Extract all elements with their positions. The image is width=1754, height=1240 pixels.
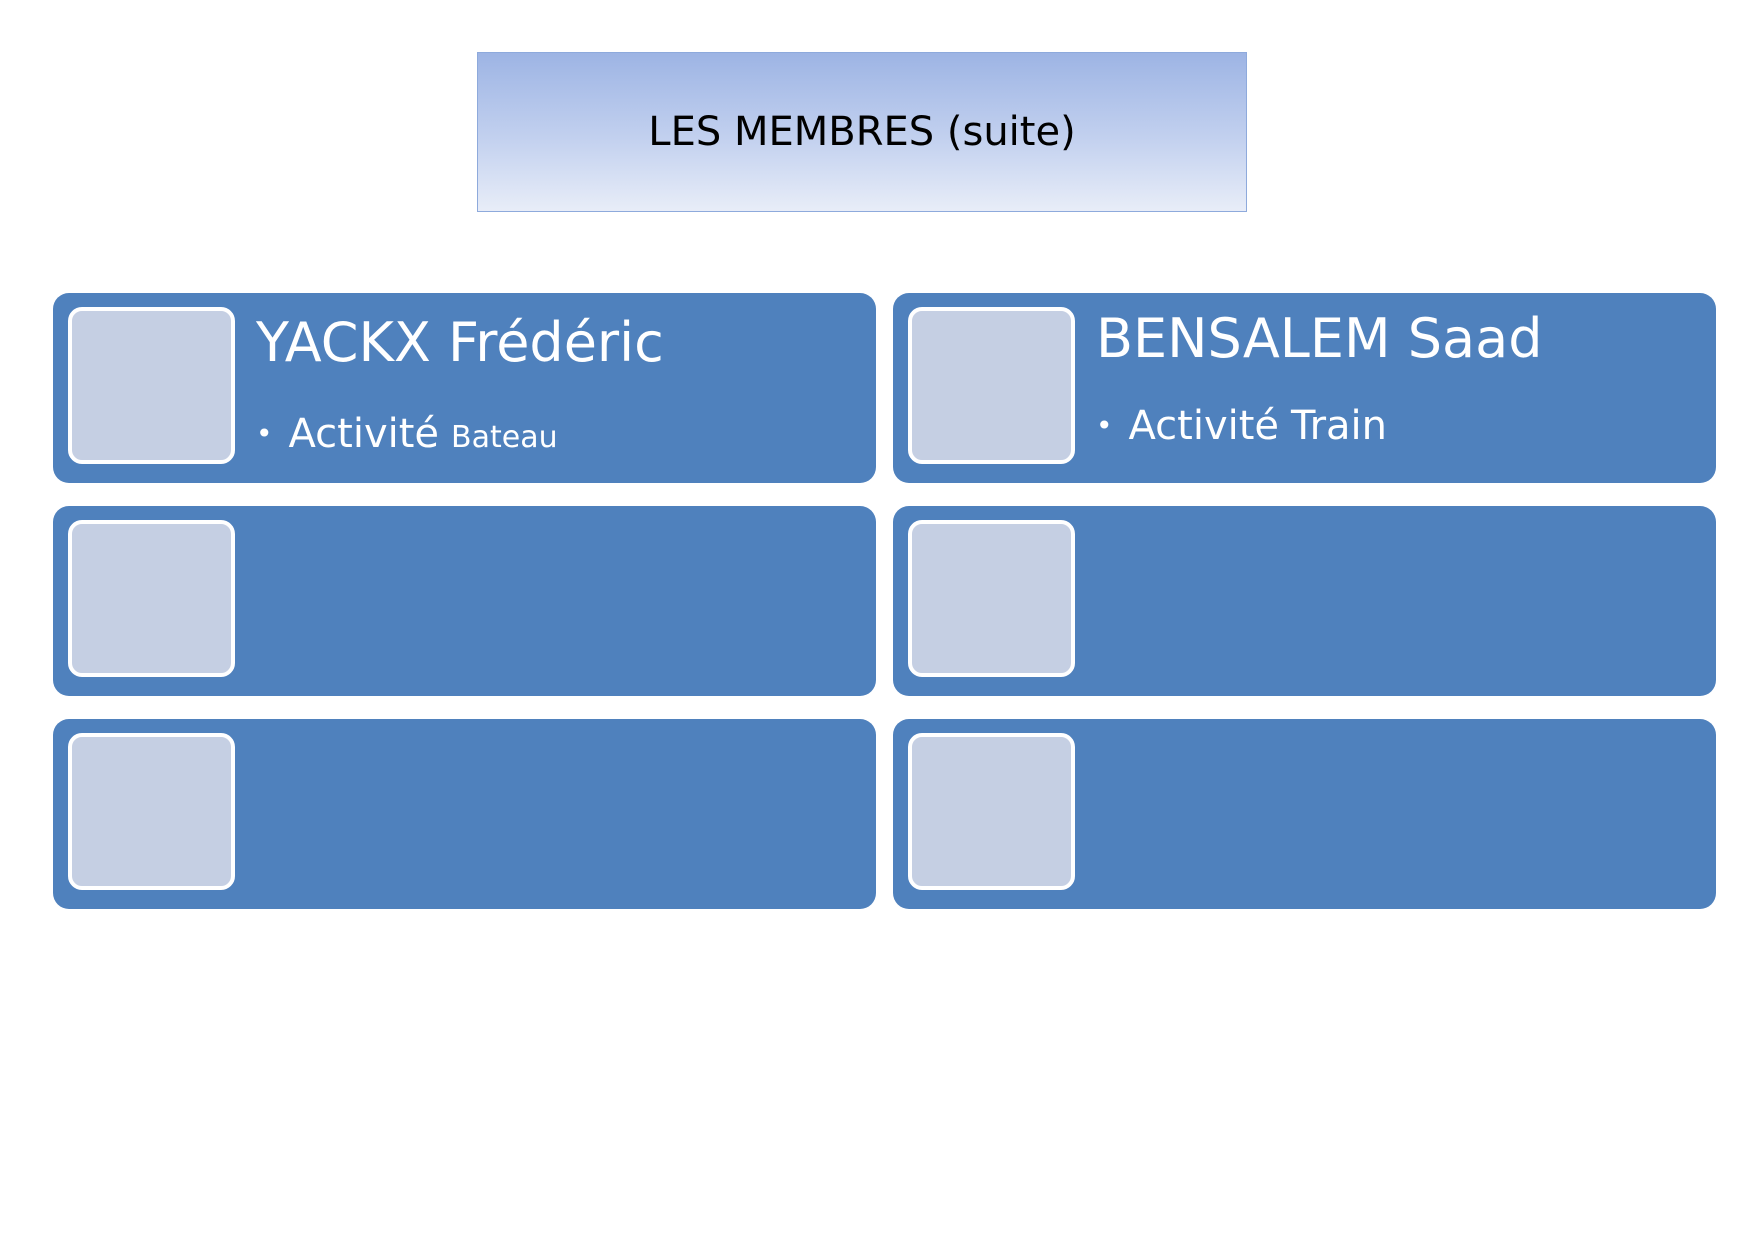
photo-placeholder	[68, 733, 235, 890]
member-name: BENSALEM Saad	[1096, 307, 1543, 370]
activity-label: Activité	[288, 411, 440, 457]
photo-placeholder	[908, 733, 1075, 890]
member-activity: • Activité Train	[1096, 403, 1387, 449]
member-card-yackx: YACKX Frédéric • Activité Bateau	[53, 293, 876, 483]
photo-placeholder	[68, 307, 235, 464]
page-title: LES MEMBRES (suite)	[648, 109, 1076, 155]
activity-value: Train	[1291, 403, 1388, 449]
activity-label: Activité	[1128, 403, 1280, 449]
title-banner: LES MEMBRES (suite)	[477, 52, 1247, 212]
bullet-icon: •	[256, 417, 273, 450]
photo-placeholder	[908, 307, 1075, 464]
member-card-empty	[53, 719, 876, 909]
member-card-bensalem: BENSALEM Saad • Activité Train	[893, 293, 1716, 483]
member-card-empty	[893, 719, 1716, 909]
photo-placeholder	[908, 520, 1075, 677]
member-card-empty	[53, 506, 876, 696]
member-activity: • Activité Bateau	[256, 411, 558, 457]
photo-placeholder	[68, 520, 235, 677]
activity-value: Bateau	[451, 420, 558, 455]
member-name: YACKX Frédéric	[256, 311, 664, 374]
bullet-icon: •	[1096, 409, 1113, 442]
member-card-empty	[893, 506, 1716, 696]
